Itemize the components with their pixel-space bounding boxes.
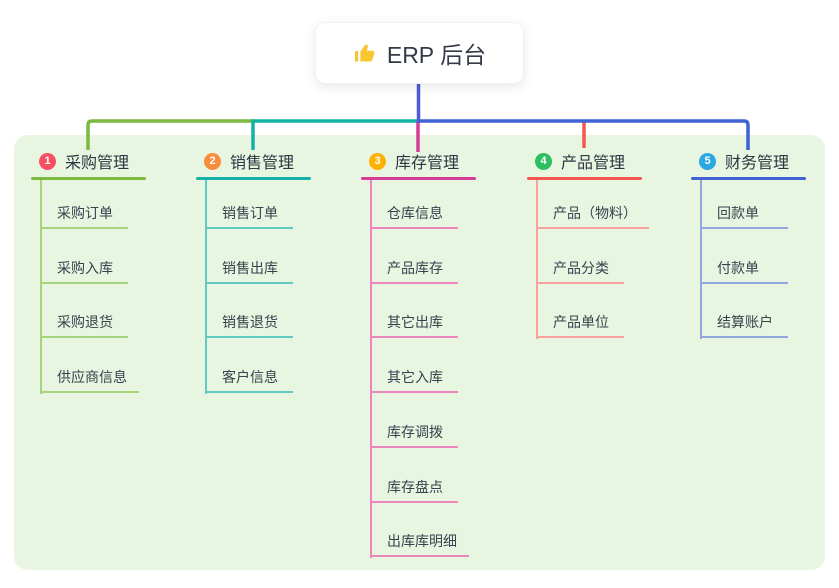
branch-number-badge: 1 [39, 152, 56, 170]
child-node[interactable]: 其它入库 [370, 366, 458, 394]
child-node[interactable]: 回款单 [700, 202, 788, 229]
child-node[interactable]: 出库库明细 [370, 530, 469, 558]
child-node[interactable]: 结算账户 [700, 311, 788, 339]
child-node[interactable]: 产品分类 [536, 257, 624, 284]
branch-underline [31, 177, 146, 180]
child-node[interactable]: 采购退货 [40, 311, 128, 339]
branch-trunk-line [536, 180, 538, 340]
child-node[interactable]: 仓库信息 [370, 202, 458, 229]
branch-title-3[interactable]: 3 库存管理 [369, 149, 459, 173]
child-node[interactable]: 销售出库 [205, 257, 293, 284]
child-node[interactable]: 其它出库 [370, 311, 458, 339]
branch-title-4[interactable]: 4 产品管理 [535, 149, 625, 173]
branch-number-badge: 3 [369, 152, 386, 170]
branch-underline [527, 177, 642, 180]
branch-title-2[interactable]: 2 销售管理 [204, 149, 294, 173]
mindmap-panel [14, 135, 825, 570]
branch-underline [361, 177, 476, 180]
child-node[interactable]: 产品单位 [536, 311, 624, 339]
branch-label: 采购管理 [65, 155, 130, 172]
branch-underline [196, 177, 311, 180]
root-node[interactable]: ERP 后台 [315, 22, 524, 84]
branch-title-5[interactable]: 5 财务管理 [699, 149, 789, 173]
child-node[interactable]: 销售退货 [205, 311, 293, 339]
branch-label: 产品管理 [561, 155, 626, 172]
child-node[interactable]: 产品（物料） [536, 202, 649, 229]
branch-trunk-line [370, 180, 372, 559]
root-label: ERP 后台 [386, 42, 487, 68]
branch-trunk-line [40, 180, 42, 395]
child-node[interactable]: 付款单 [700, 257, 788, 284]
child-node[interactable]: 库存盘点 [370, 476, 458, 503]
child-node[interactable]: 销售订单 [205, 202, 293, 229]
branch-number-badge: 4 [535, 152, 552, 170]
child-node[interactable]: 客户信息 [205, 366, 293, 394]
branch-trunk-line [700, 180, 702, 340]
branch-label: 财务管理 [725, 155, 790, 172]
thumbs-up-icon [353, 41, 377, 65]
child-node[interactable]: 采购订单 [40, 202, 128, 229]
branch-label: 库存管理 [395, 155, 460, 172]
child-node[interactable]: 产品库存 [370, 257, 458, 284]
branch-number-badge: 2 [204, 152, 221, 170]
child-node[interactable]: 供应商信息 [40, 366, 139, 394]
branch-trunk-line [205, 180, 207, 395]
branch-label: 销售管理 [230, 155, 295, 172]
branch-title-1[interactable]: 1 采购管理 [39, 149, 129, 173]
branch-number-badge: 5 [699, 152, 716, 170]
branch-underline [691, 177, 806, 180]
child-node[interactable]: 采购入库 [40, 257, 128, 284]
child-node[interactable]: 库存调拨 [370, 421, 458, 448]
